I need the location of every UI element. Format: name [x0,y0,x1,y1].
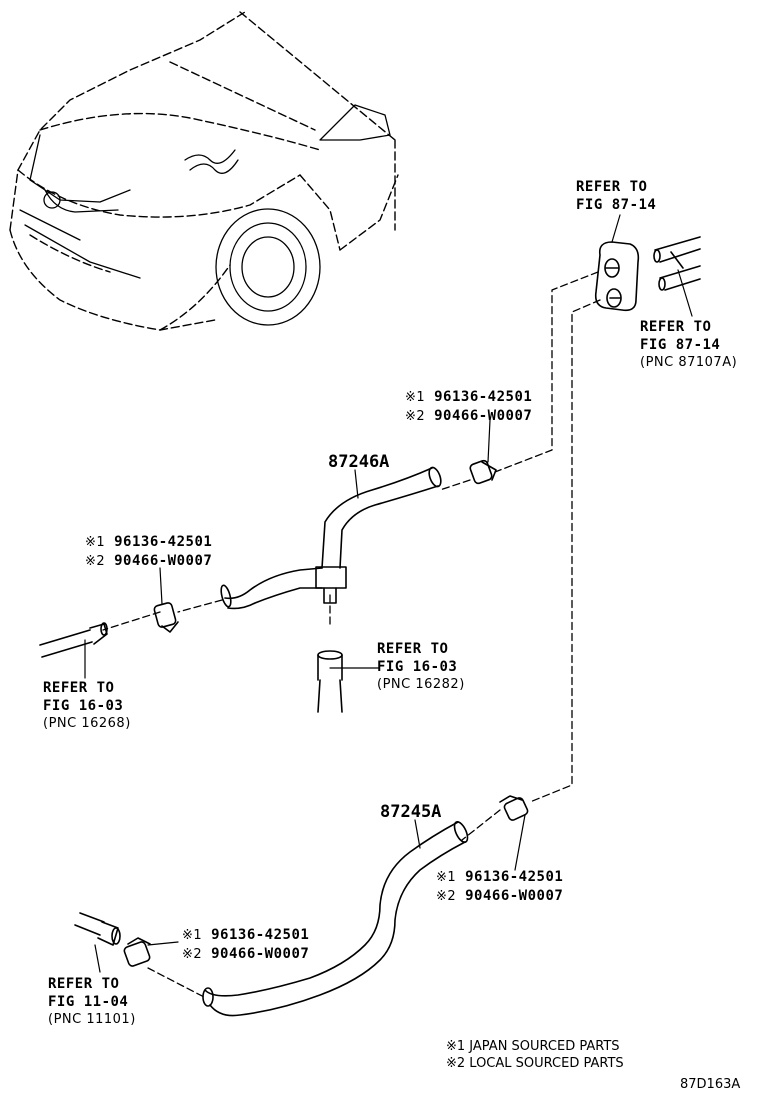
label-pnc: (PNC 16282) [377,677,465,692]
nozzle-hose-ends [653,236,701,291]
hose-87245a [202,821,469,1017]
label-refer-16-03-left: REFER TO FIG 16-03 (PNC 16268) [43,679,131,733]
part-number: 90466-W0007 [114,553,213,569]
mark-1: ※1 [405,390,426,405]
legend-japan-sourced: ※1 JAPAN SOURCED PARTS [446,1039,620,1054]
hose-87246a [220,466,442,610]
clip-4 [123,937,151,967]
dashed-leaders [102,271,601,999]
mark-2: ※2 [85,554,106,569]
label-pnc: (PNC 16268) [43,716,131,731]
part-number: 90466-W0007 [211,946,310,962]
label-clip-parts-4: ※1 96136-42501 ※2 90466-W0007 [182,926,309,964]
mark-2: ※2 [182,947,203,962]
label-clip-parts-1: ※1 96136-42501 ※2 90466-W0007 [405,388,532,426]
label-line: FIG 16-03 [377,659,458,675]
part-number: 96136-42501 [211,927,310,943]
mark-2: ※2 [436,889,457,904]
label-clip-parts-3: ※1 96136-42501 ※2 90466-W0007 [436,868,563,906]
car-body-details [19,104,391,326]
part-number: 96136-42501 [465,869,564,885]
label-line: FIG 16-03 [43,698,124,714]
part-number: 90466-W0007 [465,888,564,904]
clip-3 [499,795,529,821]
label-line: FIG 87-14 [640,337,721,353]
jet-nozzle-bracket [594,241,640,312]
clip-1 [469,459,497,485]
legend-local-sourced: ※2 LOCAL SOURCED PARTS [446,1056,624,1071]
leader-lines [84,214,693,973]
mark-2: ※2 [405,409,426,424]
part-number: 96136-42501 [114,534,213,550]
label-refer-87-14-top: REFER TO FIG 87-14 [576,178,656,214]
label-line: FIG 87-14 [576,197,657,213]
part-number: 96136-42501 [434,389,533,405]
figure-id: 87D163A [680,1077,741,1092]
label-line: REFER TO [43,680,115,696]
part-87245a: 87245A [380,802,442,822]
label-refer-11-04: REFER TO FIG 11-04 (PNC 11101) [48,975,136,1029]
pipe-bottom-left [74,912,121,946]
pipe-left [39,622,108,658]
label-line: REFER TO [377,641,449,657]
label-line: REFER TO [640,319,712,335]
label-clip-parts-2: ※1 96136-42501 ※2 90466-W0007 [85,533,212,571]
mark-1: ※1 [85,535,106,550]
label-refer-16-03-right: REFER TO FIG 16-03 (PNC 16282) [377,640,465,694]
hose-stub [317,650,343,713]
mark-1: ※1 [182,928,203,943]
label-refer-87-14-right: REFER TO FIG 87-14 (PNC 87107A) [640,318,737,372]
label-line: REFER TO [576,179,648,195]
car-outline [9,11,399,331]
label-pnc: (PNC 11101) [48,1012,136,1027]
mark-1: ※1 [436,870,457,885]
part-87246a: 87246A [328,452,390,472]
part-number: 90466-W0007 [434,408,533,424]
label-line: REFER TO [48,976,120,992]
label-pnc: (PNC 87107A) [640,355,738,370]
clip-2 [153,602,179,633]
label-line: FIG 11-04 [48,994,129,1010]
